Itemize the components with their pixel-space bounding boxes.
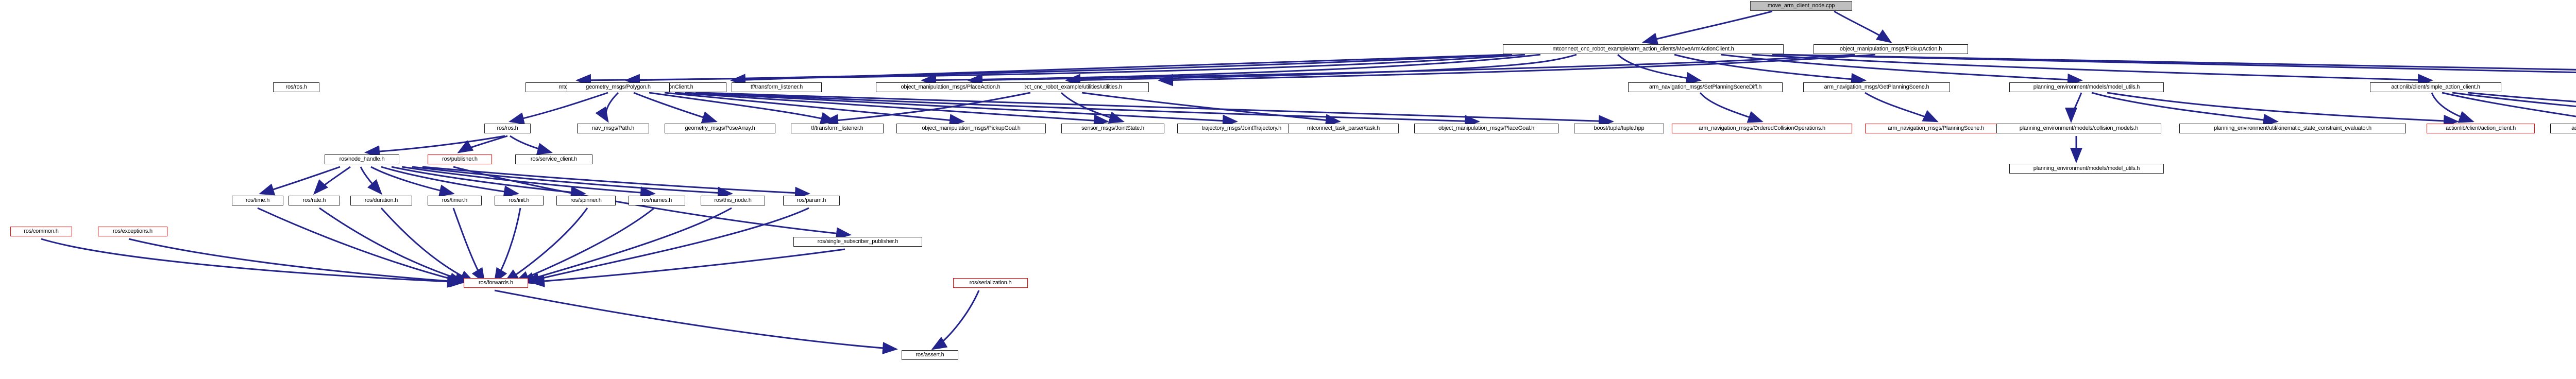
graph-node[interactable]: planning_environment/models/model_utils.…: [2009, 164, 2164, 174]
graph-node[interactable]: ros/single_subscriber_publisher.h: [793, 237, 922, 247]
graph-node[interactable]: geometry_msgs/Polygon.h: [567, 82, 670, 92]
graph-node[interactable]: mtconnect_task_parser/task.h: [1288, 124, 1399, 133]
graph-node[interactable]: object_manipulation_msgs/PlaceAction.h: [876, 82, 1025, 92]
graph-node[interactable]: ros/exceptions.h: [98, 227, 167, 236]
graph-node[interactable]: arm_navigation_msgs/OrderedCollisionOper…: [1672, 124, 1852, 133]
graph-node[interactable]: ros/names.h: [629, 196, 685, 205]
graph-node[interactable]: actionlib/client/simple_goal_state.h: [2550, 124, 2576, 133]
graph-node[interactable]: object_manipulation_msgs/PickupGoal.h: [896, 124, 1046, 133]
graph-node[interactable]: object_manipulation_msgs/PlaceGoal.h: [1414, 124, 1558, 133]
graph-node[interactable]: ros/init.h: [495, 196, 544, 205]
graph-node[interactable]: ros/forwards.h: [464, 278, 528, 288]
graph-node[interactable]: boost/tuple/tuple.hpp: [1574, 124, 1664, 133]
graph-node[interactable]: ros/timer.h: [428, 196, 482, 205]
graph-node[interactable]: ros/rate.h: [289, 196, 340, 205]
graph-node[interactable]: ros/serialization.h: [953, 278, 1028, 288]
graph-node[interactable]: tf/transform_listener.h: [791, 124, 884, 133]
graph-node[interactable]: arm_navigation_msgs/GetPlanningScene.h: [1803, 82, 1950, 92]
graph-node[interactable]: tf/transform_listener.h: [732, 82, 822, 92]
graph-root-node[interactable]: move_arm_client_node.cpp: [1750, 1, 1852, 11]
graph-node[interactable]: planning_environment/models/collision_mo…: [1996, 124, 2161, 133]
graph-node[interactable]: geometry_msgs/PoseArray.h: [665, 124, 775, 133]
graph-node[interactable]: ros/param.h: [783, 196, 840, 205]
graph-node[interactable]: planning_environment/util/kinematic_stat…: [2179, 124, 2406, 133]
graph-node[interactable]: ros/spinner.h: [556, 196, 616, 205]
graph-node[interactable]: arm_navigation_msgs/SetPlanningSceneDiff…: [1628, 82, 1783, 92]
graph-node[interactable]: trajectory_msgs/JointTrajectory.h: [1177, 124, 1306, 133]
graph-node[interactable]: ros/common.h: [10, 227, 72, 236]
graph-node[interactable]: nav_msgs/Path.h: [577, 124, 649, 133]
graph-node[interactable]: planning_environment/models/model_utils.…: [2009, 82, 2164, 92]
graph-node[interactable]: actionlib/client/simple_action_client.h: [2370, 82, 2501, 92]
graph-node[interactable]: sensor_msgs/JointState.h: [1061, 124, 1164, 133]
graph-node[interactable]: ros/this_node.h: [701, 196, 765, 205]
graph-node[interactable]: ros/assert.h: [902, 350, 958, 360]
graph-node[interactable]: ros/publisher.h: [428, 154, 492, 164]
graph-node[interactable]: mtconnect_cnc_robot_example/arm_action_c…: [1503, 44, 1784, 54]
graph-node[interactable]: ros/ros.h: [484, 124, 531, 133]
graph-node[interactable]: ros/time.h: [232, 196, 283, 205]
graph-node[interactable]: ros/service_client.h: [515, 154, 592, 164]
graph-node[interactable]: ros/node_handle.h: [325, 154, 399, 164]
graph-node[interactable]: arm_navigation_msgs/PlanningScene.h: [1865, 124, 2007, 133]
graph-node[interactable]: object_manipulation_msgs/PickupAction.h: [1814, 44, 1968, 54]
graph-node[interactable]: ros/ros.h: [273, 82, 319, 92]
graph-node[interactable]: actionlib/client/action_client.h: [2427, 124, 2535, 133]
graph-node[interactable]: ros/duration.h: [350, 196, 412, 205]
